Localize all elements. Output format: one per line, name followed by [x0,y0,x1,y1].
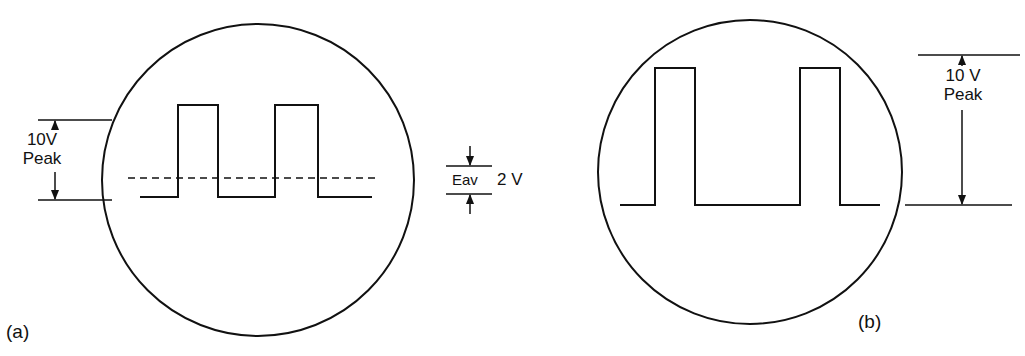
scope-screen [102,24,414,336]
average-symbol: Eav [452,172,492,189]
dimension-arrow [54,172,56,199]
dimension-arrow [961,56,963,66]
scope-screen [598,20,902,324]
average-value: 2 V [497,171,537,190]
square-wave [620,68,880,205]
dimension-line [38,119,112,121]
figure-label: (b) [858,312,908,333]
square-wave [140,105,372,197]
figure-label: (a) [6,322,56,343]
average-line [128,177,378,179]
dimension-line [905,204,1012,206]
amplitude-label: 10 V Peak [938,67,988,104]
dimension-arrow [54,121,56,130]
dimension-arrow [469,146,471,165]
dimension-line [446,165,492,167]
amplitude-label: 10V Peak [18,131,66,168]
dimension-line [38,199,112,201]
dimension-arrow [961,110,963,204]
dimension-line [446,193,492,195]
dimension-line [918,54,1020,56]
dimension-arrow [469,195,471,214]
